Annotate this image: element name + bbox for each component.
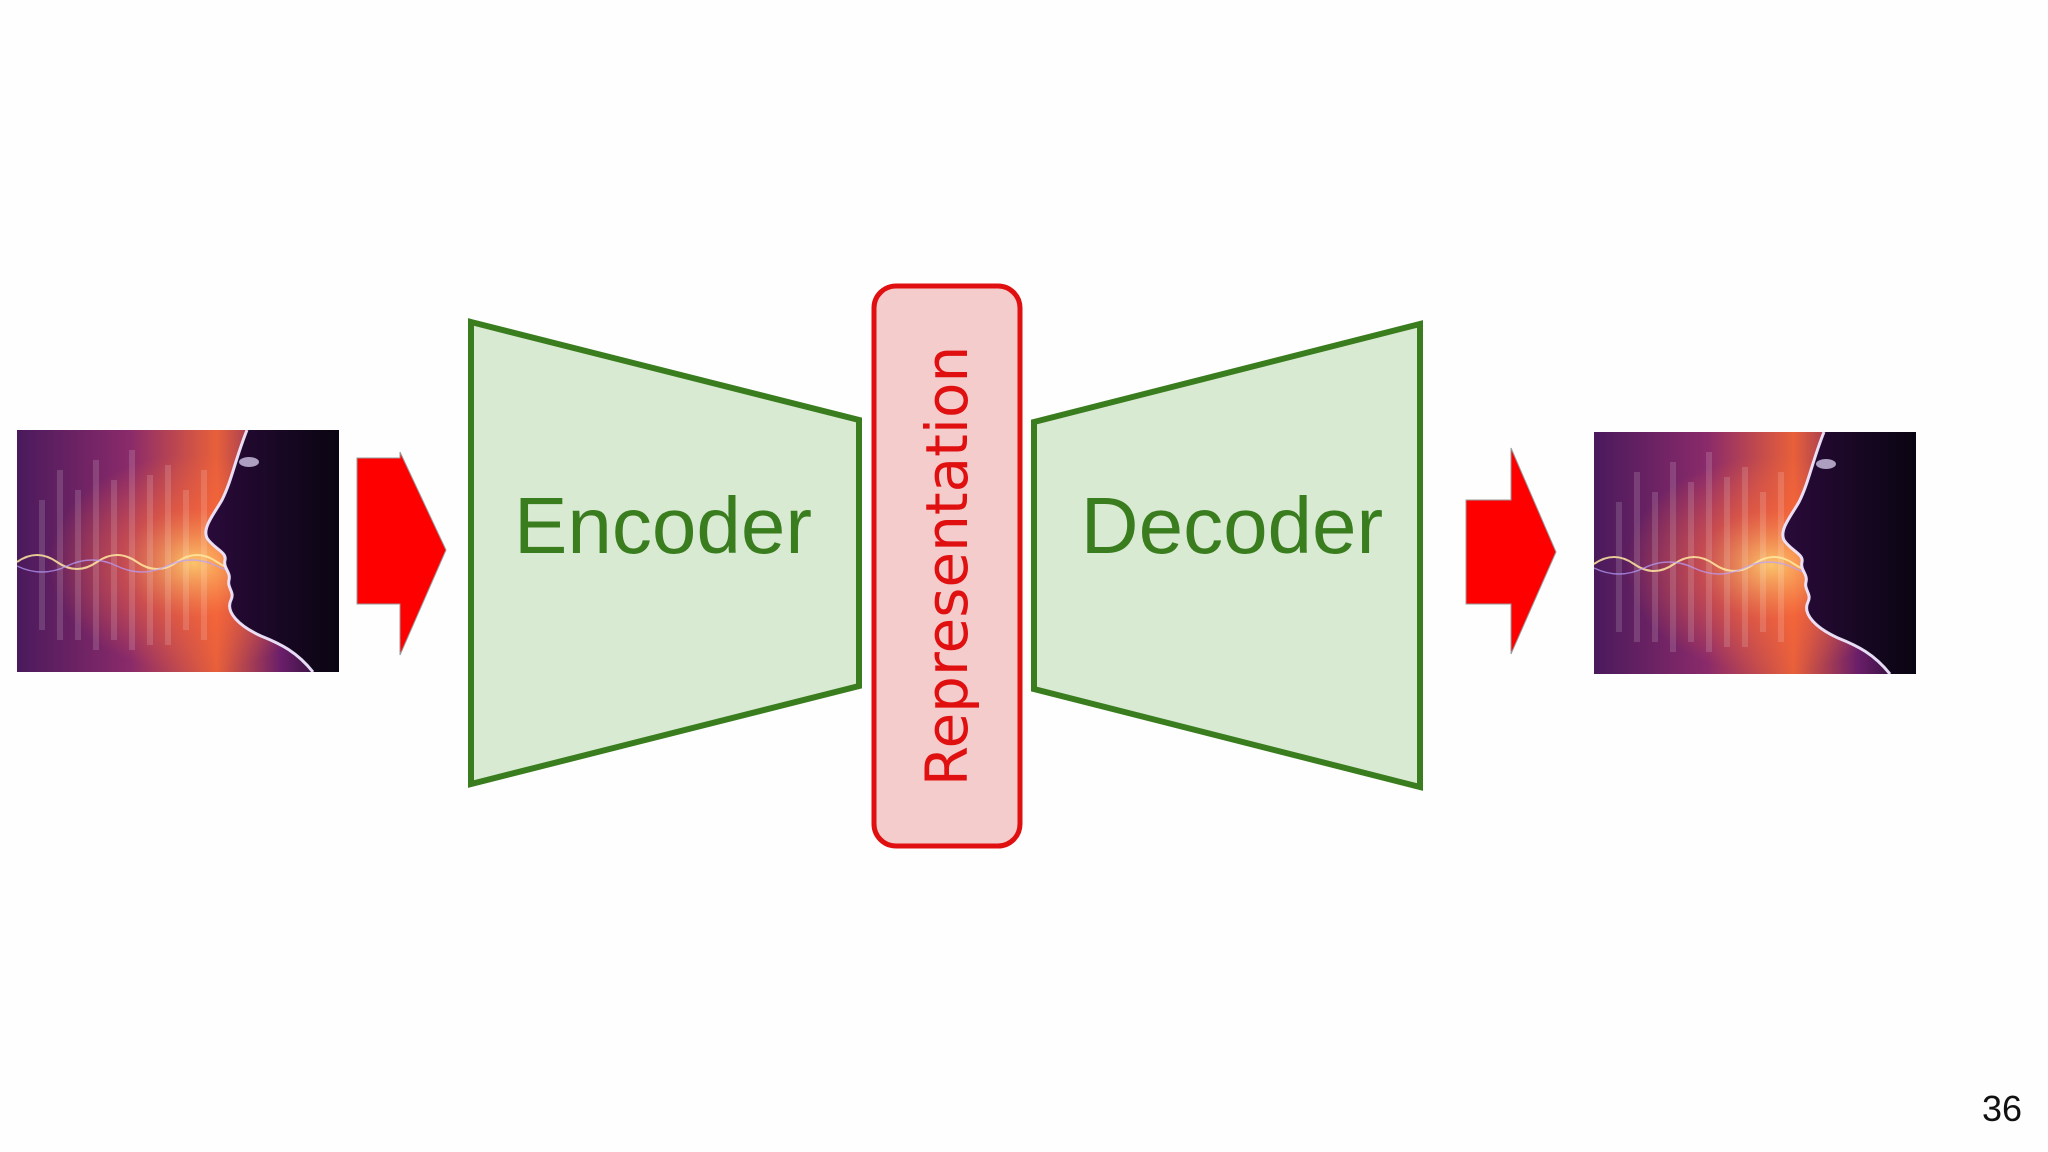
right-arrow-icon [1465, 447, 1557, 655]
representation-label: Representation [913, 346, 981, 787]
output-voice-face-image [1592, 430, 1918, 676]
representation-bar [871, 283, 1023, 849]
decoder-block [1031, 320, 1423, 791]
page-number: 36 [1981, 1088, 2022, 1129]
encoder-label: Encoder [514, 481, 812, 570]
encoder-block [468, 318, 862, 788]
input-voice-face-image [15, 428, 341, 674]
right-arrow-icon [356, 451, 447, 656]
decoder-label: Decoder [1081, 481, 1383, 570]
